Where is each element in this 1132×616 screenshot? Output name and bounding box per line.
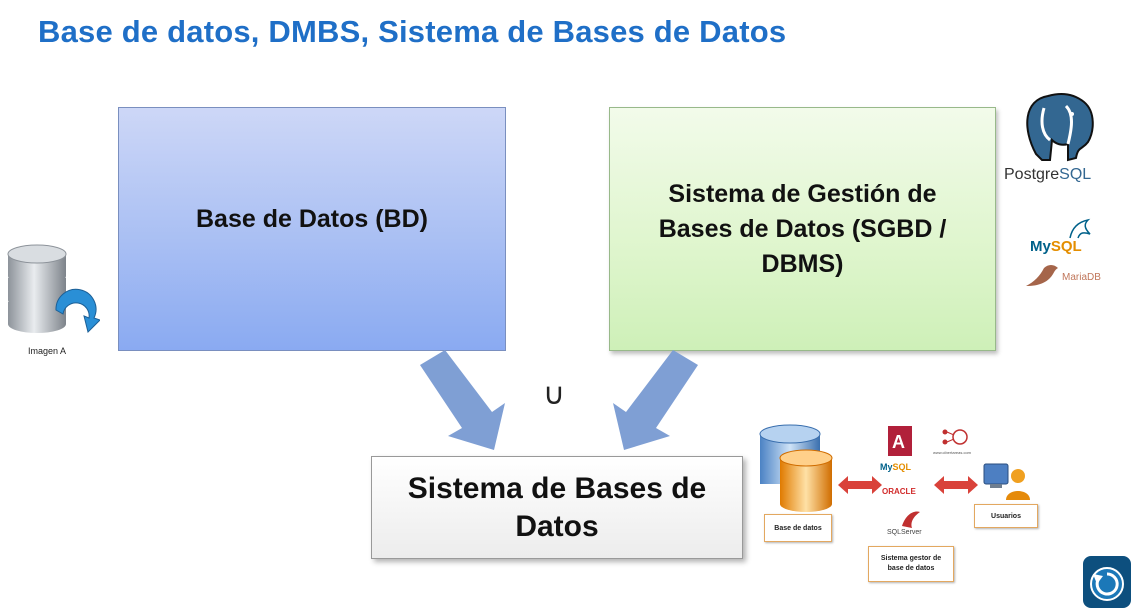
database-box-label: Base de Datos (BD) xyxy=(196,204,428,233)
mysql-suffix: SQL xyxy=(1050,238,1082,255)
mariadb-seal-icon xyxy=(1026,265,1058,286)
database-box: Base de Datos (BD) xyxy=(118,107,506,351)
schema-mysql-prefix: My xyxy=(880,462,893,472)
schema-db-label: Base de datos xyxy=(764,514,832,542)
postgresql-logo-text: PostgreSQL xyxy=(1004,166,1091,184)
refresh-nav-button[interactable] xyxy=(1083,556,1131,608)
mariadb-logo-text: MariaDB xyxy=(1062,272,1101,283)
postgresql-prefix: Postgre xyxy=(1004,166,1060,183)
schema-oracle-text: ORACLE xyxy=(882,487,916,496)
schema-manager-label: Sistema gestor de base de datos xyxy=(868,546,954,582)
union-symbol: ∪ xyxy=(543,378,565,411)
schema-sqlserver-text: SQLServer xyxy=(887,529,922,536)
double-arrow-right xyxy=(934,476,978,494)
schema-url-text: www.cibertareas.com xyxy=(933,450,972,455)
page-title: Base de datos, DMBS, Sistema de Bases de… xyxy=(38,14,787,49)
schema-mysql-suffix: SQL xyxy=(892,462,912,472)
dbms-box: Sistema de Gestión de Bases de Datos (SG… xyxy=(609,107,996,351)
database-system-box: Sistema de Bases de Datos xyxy=(371,456,743,559)
right-arrow xyxy=(613,350,698,450)
database-sync-icon xyxy=(7,244,100,333)
schema-mysql-text: MySQL xyxy=(880,462,911,472)
postgresql-elephant-icon xyxy=(1026,93,1094,162)
database-stack-icon xyxy=(759,424,833,512)
dbms-box-label: Sistema de Gestión de Bases de Datos (SG… xyxy=(658,179,947,278)
schema-users-label: Usuarios xyxy=(974,504,1038,528)
mysql-prefix: My xyxy=(1030,238,1051,255)
access-icon: A xyxy=(888,426,912,456)
mysql-logo-text: MySQL xyxy=(1030,238,1082,255)
arrows xyxy=(420,350,698,450)
database-system-box-label: Sistema de Bases de Datos xyxy=(407,471,707,543)
network-icon xyxy=(942,429,968,445)
mysql-dolphin-icon xyxy=(1069,218,1091,239)
svg-text:A: A xyxy=(892,432,905,452)
image-a-label: Imagen A xyxy=(28,346,67,356)
sqlserver-icon xyxy=(902,511,920,528)
double-arrow-left xyxy=(838,476,882,494)
postgresql-suffix: SQL xyxy=(1059,166,1092,183)
left-arrow xyxy=(420,350,505,450)
users-icon xyxy=(983,463,1030,500)
